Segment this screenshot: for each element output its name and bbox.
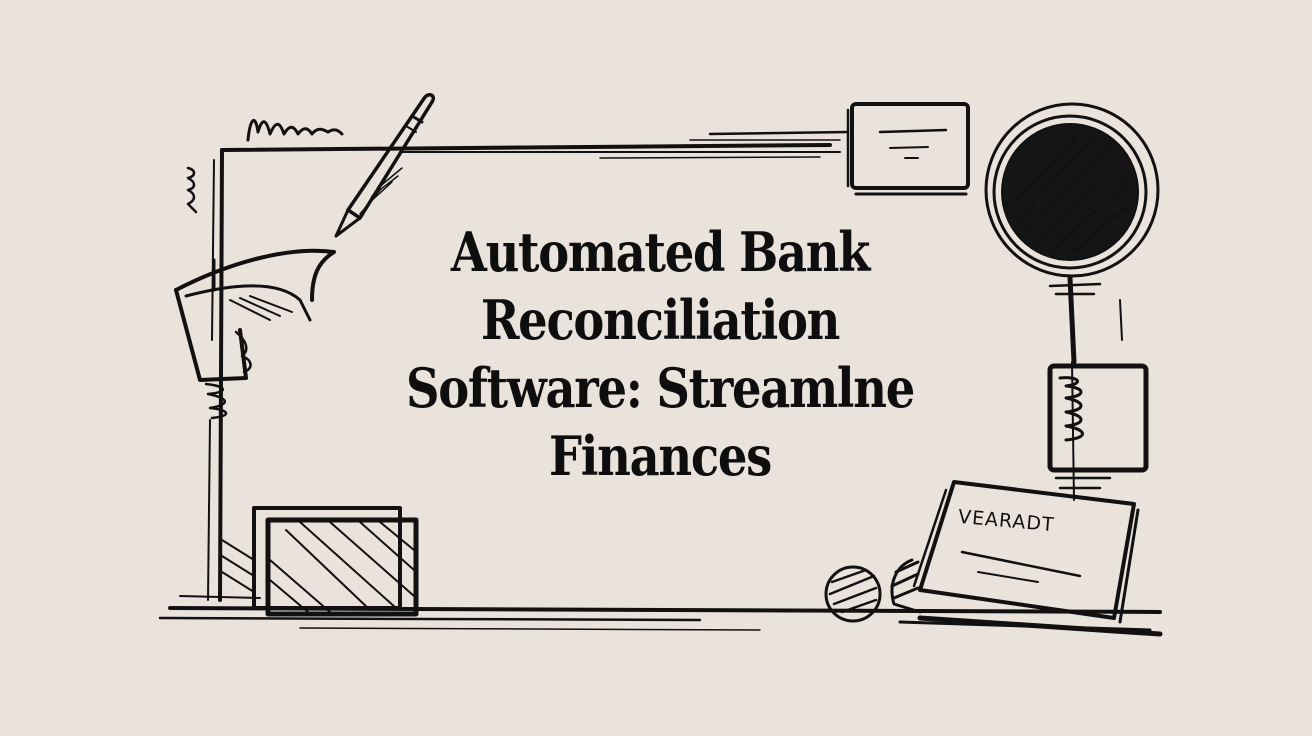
headline-line-3: Software: Streamlne <box>405 356 915 420</box>
headline-line-2: Reconciliation <box>480 288 841 352</box>
folded-paper-icon <box>174 248 336 420</box>
signed-card-icon <box>912 480 1163 637</box>
headline-line-4: Finances <box>549 424 772 488</box>
jar-icon <box>1047 361 1149 501</box>
stacked-boxes-icon <box>221 506 419 617</box>
pencil-icon <box>334 93 436 238</box>
headline: Automated Bank Reconciliation Software: … <box>325 218 996 490</box>
scribble-icon <box>186 118 344 214</box>
magnifying-glass-icon <box>984 102 1160 365</box>
ball-icon <box>824 558 922 623</box>
headline-line-1: Automated Bank <box>450 220 871 284</box>
monitor-icon <box>689 102 970 196</box>
